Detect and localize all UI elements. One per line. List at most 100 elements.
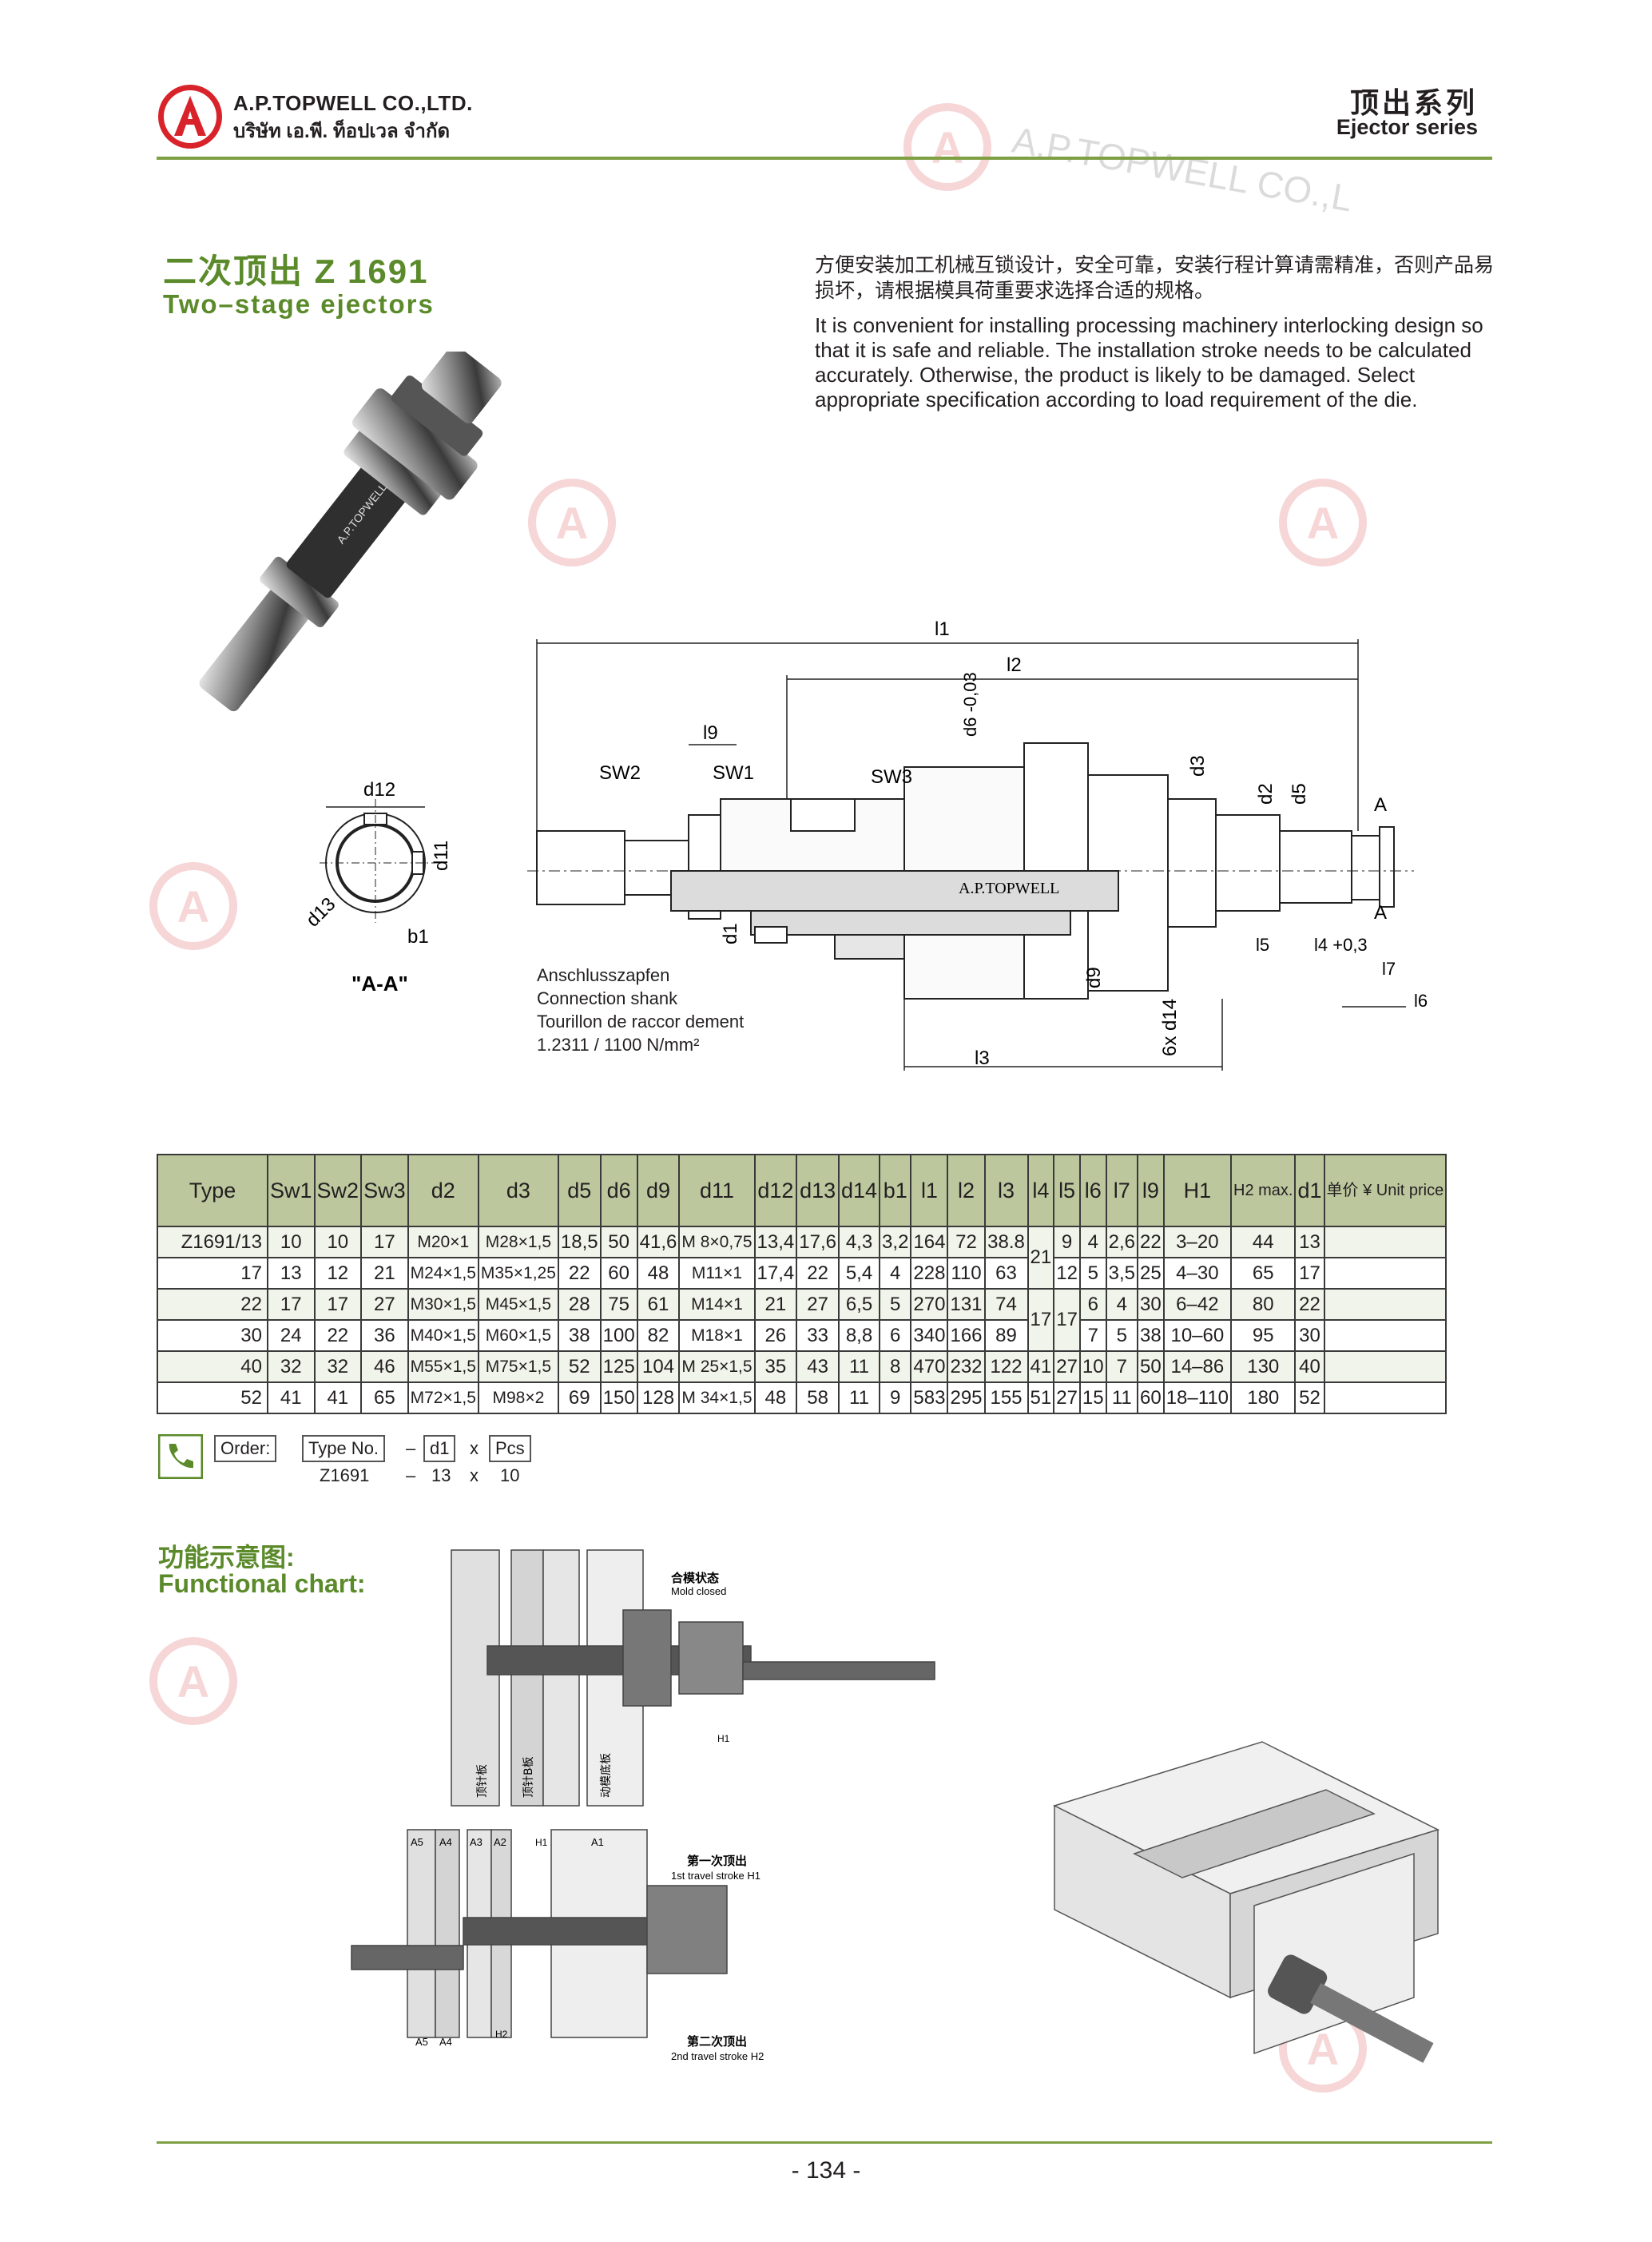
column-header-l6: l6 [1078, 1154, 1107, 1227]
table-cell-l7: 3,5 [1105, 1257, 1139, 1290]
table-cell-d3: M60×1,5 [477, 1319, 559, 1352]
table-cell-sw3: 17 [360, 1226, 409, 1258]
column-header-d3: d3 [477, 1154, 559, 1227]
table-cell-sw3: 65 [360, 1381, 409, 1414]
table-cell-l3: 89 [983, 1319, 1029, 1352]
table-cell-b1: 6 [879, 1319, 912, 1352]
second-stroke-en: 2nd travel stroke H2 [671, 2050, 764, 2062]
table-cell-d11: M 8×0,75 [678, 1226, 756, 1258]
table-cell-h2: 65 [1230, 1257, 1297, 1290]
table-cell-d12: 35 [753, 1350, 798, 1383]
table-cell-l1: 583 [910, 1381, 949, 1414]
table-cell-l2: 110 [947, 1257, 986, 1290]
column-header-l7: l7 [1105, 1154, 1139, 1227]
table-cell-unit-price [1323, 1288, 1447, 1321]
column-header-l4: l4 [1027, 1154, 1055, 1227]
watermark: A [149, 1630, 244, 1738]
table-cell-d12: 17,4 [753, 1257, 798, 1290]
order-x: x [470, 1438, 479, 1458]
d6-label: d6 -0,03 [960, 672, 980, 737]
sw3-label: SW3 [871, 766, 912, 788]
section-aa-drawing: d12 d11 d13 b1 "A-A" [302, 779, 452, 996]
table-cell-d11: M 34×1,5 [678, 1381, 756, 1414]
table-cell-d3: M45×1,5 [477, 1288, 559, 1321]
table-cell-sw2: 32 [313, 1350, 363, 1383]
table-cell-l1: 270 [910, 1288, 949, 1321]
table-cell-d14: 11 [837, 1350, 881, 1383]
shank-note-line: Anschlusszapfen [537, 965, 670, 985]
table-cell-d9: 128 [636, 1381, 681, 1414]
mold-closed-en: Mold closed [671, 1585, 726, 1597]
column-header-l1: l1 [910, 1154, 949, 1227]
shank-note-line: Tourillon de raccor dement [537, 1012, 745, 1032]
table-cell-l9: 22 [1137, 1226, 1165, 1258]
table-cell-sw2: 22 [313, 1319, 363, 1352]
product-title-en: Two–stage ejectors [163, 289, 435, 319]
table-cell-b1: 9 [879, 1381, 912, 1414]
column-header-d14: d14 [837, 1154, 881, 1227]
svg-text:A: A [1307, 498, 1339, 548]
table-cell-d3: M75×1,5 [477, 1350, 559, 1383]
table-cell-d6: 150 [599, 1381, 638, 1414]
watermark-logo-icon: A [1279, 479, 1367, 566]
table-cell-d13: 33 [796, 1319, 840, 1352]
watermark: A A.P.TOPWELL CO.,LTD. [903, 96, 1412, 260]
table-cell-b1: 5 [879, 1288, 912, 1321]
table-cell-sw1: 32 [267, 1350, 316, 1383]
table-cell-l1: 470 [910, 1350, 949, 1383]
table-cell-l9: 25 [1137, 1257, 1165, 1290]
table-cell-d1: 40 [1294, 1350, 1325, 1383]
table-cell-d12: 21 [753, 1288, 798, 1321]
column-header-d6: d6 [599, 1154, 638, 1227]
d11-label: d11 [431, 841, 452, 871]
l5-label: l5 [1256, 935, 1269, 955]
d2-label: d2 [1255, 783, 1277, 805]
table-cell-l1: 164 [910, 1226, 949, 1258]
table-cell-l5: 17 [1053, 1288, 1081, 1352]
table-cell-d5: 38 [557, 1319, 602, 1352]
table-cell-l6: 15 [1078, 1381, 1107, 1414]
table-cell-sw3: 46 [360, 1350, 409, 1383]
svg-text:A: A [177, 881, 209, 932]
table-cell-d6: 125 [599, 1350, 638, 1383]
table-cell-h1: 18–110 [1162, 1381, 1233, 1414]
table-cell-d11: M 25×1,5 [678, 1350, 756, 1383]
table-cell-d12: 48 [753, 1381, 798, 1414]
section-aa-label: "A-A" [351, 972, 408, 996]
table-cell-l2: 232 [947, 1350, 986, 1383]
column-header-h2: H2 max. [1230, 1154, 1297, 1227]
a4-label-bottom: A4 [439, 2036, 452, 2048]
table-cell-d9: 48 [636, 1257, 681, 1290]
table-cell-l6: 4 [1078, 1226, 1107, 1258]
shank-note-line: Connection shank [537, 988, 678, 1008]
table-cell-d13: 43 [796, 1350, 840, 1383]
table-cell-d1: 52 [1294, 1381, 1325, 1414]
l3-label: l3 [975, 1047, 990, 1069]
table-cell-l7: 4 [1105, 1288, 1139, 1321]
table-cell-h1: 10–60 [1162, 1319, 1233, 1352]
h2-label: H2 [495, 2029, 508, 2040]
table-cell-h2: 130 [1230, 1350, 1297, 1383]
table-cell-l7: 2,6 [1105, 1226, 1139, 1258]
d3-label: d3 [1187, 755, 1209, 777]
table-cell-l2: 131 [947, 1288, 986, 1321]
d14-label: 6x d14 [1159, 999, 1181, 1056]
table-cell-d5: 22 [557, 1257, 602, 1290]
d5-label: d5 [1289, 783, 1310, 805]
column-header-d2: d2 [407, 1154, 479, 1227]
a-mark-bottom: A [1374, 902, 1387, 924]
table-cell-d14: 6,5 [837, 1288, 881, 1321]
functional-title-cn: 功能示意图: [158, 1543, 295, 1572]
table-cell-l6: 6 [1078, 1288, 1107, 1321]
table-cell-l1: 228 [910, 1257, 949, 1290]
order-type-value: Z1691 [320, 1465, 370, 1485]
table-cell-d2: M24×1,5 [407, 1257, 479, 1290]
page-number: - 134 - [791, 2157, 861, 2184]
table-cell-type: 17 [157, 1257, 268, 1290]
table-cell-d6: 75 [599, 1288, 638, 1321]
table-cell-l9: 38 [1137, 1319, 1165, 1352]
table-cell-d14: 4,3 [837, 1226, 881, 1258]
